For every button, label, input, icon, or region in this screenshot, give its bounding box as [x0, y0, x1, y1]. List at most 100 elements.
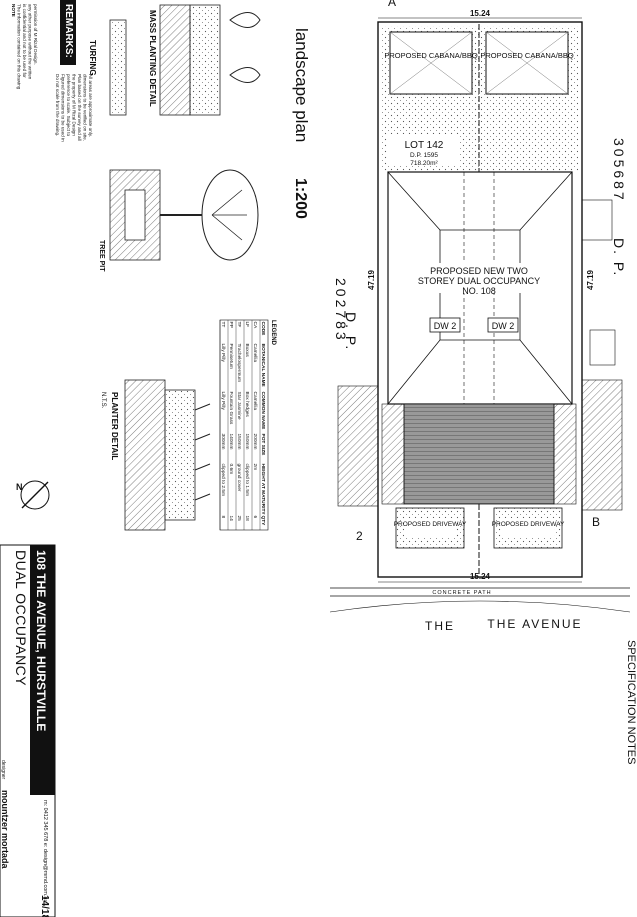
legend-cell: 25	[236, 516, 242, 522]
legend-cell: 150mm	[244, 434, 250, 450]
turfing-title: TURFING	[88, 40, 97, 76]
cabana-right-label: PROPOSED CABANA/BBQ	[480, 51, 574, 60]
legend-cell: 18	[244, 516, 250, 522]
legend-title: LEGEND	[270, 320, 276, 346]
street-name: THE AVENUE	[487, 617, 582, 631]
section-marker-b: B	[592, 515, 600, 529]
concrete-path-label: CONCRETE PATH	[432, 590, 491, 596]
neighbour-building-right	[581, 379, 623, 511]
dp-right: D. P.	[611, 238, 627, 277]
legend-cell: Trachelospermum	[236, 344, 242, 382]
legend-cell: Buxus	[244, 344, 250, 358]
shrub-icon	[229, 67, 261, 83]
remarks-line: Do not scale from the drawing.	[55, 74, 60, 136]
driveway-right-label: PROPOSED DRIVEWAY	[492, 521, 565, 528]
side-left-dim: 47.19	[367, 269, 376, 290]
shrub-icon	[229, 12, 261, 28]
driveway-left-label: PROPOSED DRIVEWAY	[394, 521, 467, 528]
legend-cell: clipped to 1.5m	[244, 464, 250, 497]
neighbour-building-left	[337, 385, 379, 507]
remarks-line: the property of M Rizal Design	[72, 74, 77, 136]
legend-cell: 200mm	[252, 434, 258, 450]
project-address: 108 THE AVENUE, HURSTVILLE	[34, 550, 48, 731]
note-line: is confidential and not to be used for	[22, 4, 27, 78]
legend-cell: Camellia	[252, 392, 258, 411]
side-right-dim: 47.19	[586, 269, 595, 290]
note-line: NOTE	[11, 4, 16, 17]
legend-header: HEIGHT AT MATURITY	[260, 464, 266, 516]
mass-planting-title: MASS PLANTING DETAIL	[148, 10, 157, 107]
lot-dp: D.P. 1595	[410, 152, 438, 159]
spec-title: SPECIFICATION NOTES	[625, 640, 637, 764]
mass-planting-detail	[159, 4, 191, 116]
legend-header: BOTANICAL NAME	[260, 344, 266, 388]
dp-left-number: 202783	[333, 278, 349, 343]
plan-scale: 1:200	[292, 178, 309, 219]
remarks-title: REMARKS:	[63, 4, 74, 58]
remarks-title-band	[60, 0, 76, 65]
legend-cell: 140mm	[228, 434, 234, 450]
note-line: permission of M Rizal Design.	[33, 4, 38, 65]
legend-cell: 0.6m	[228, 464, 234, 475]
site-boundary	[377, 21, 583, 578]
tree-pit-title: TREE PIT	[98, 240, 105, 272]
lot-area: 718.20m²	[410, 160, 438, 167]
street-name-left: THE	[425, 619, 455, 633]
legend-cell: Star Jasmine	[236, 392, 242, 420]
legend-cell: 6	[252, 516, 258, 519]
legend-cell: Pennisetum	[228, 344, 234, 369]
lot-number: LOT 142	[405, 140, 444, 151]
legend-cell: 14	[228, 516, 234, 522]
designer-contact: m: 0412 345 678 e: design@mmd.com.au	[42, 800, 48, 903]
legend-cell: clipped to 2.5m	[220, 464, 226, 497]
legend-header: QTY	[260, 516, 266, 527]
legend-cell: 2m	[252, 464, 258, 471]
planter-detail	[124, 379, 211, 531]
frontage-top-dim: 15.24	[470, 9, 491, 18]
note-line: any other purpose without the written	[28, 4, 33, 80]
legend-cell: 300mm	[220, 434, 226, 450]
designer-name: mountzer mortada	[0, 790, 10, 870]
remarks-line: Figured dimensions to be used in	[61, 74, 66, 142]
legend-cell: Camellia	[252, 344, 258, 363]
legend-header: CODE	[260, 322, 266, 337]
plan-title: landscape plan	[292, 28, 311, 142]
legend-cell: Lilly Pilly	[220, 344, 226, 363]
sheet-number: 14/18	[39, 895, 50, 917]
legend-cell: CA	[252, 322, 258, 329]
legend-cell: TT	[220, 322, 226, 328]
legend-cell: PP	[228, 322, 234, 328]
tree-pit-detail	[109, 169, 259, 261]
remarks-line: All areas are approximate only.	[88, 74, 93, 137]
legend-cell: 8	[220, 516, 226, 519]
dw-right-label: DW 2	[492, 321, 515, 331]
remarks-text: Do not scale from the drawing.Figured di…	[55, 74, 93, 142]
legend-cell: Fountain Grass	[228, 392, 234, 425]
marker-2: 2	[356, 529, 363, 543]
note-line: The information contained on this drawin…	[17, 4, 22, 90]
legend-header: POT SIZE	[260, 434, 266, 457]
project-name: DUAL OCCUPANCY	[13, 550, 29, 686]
cabana-left-label: PROPOSED CABANA/BBQ	[384, 51, 478, 60]
north-arrow: N	[16, 480, 50, 510]
planter-title: PLANTER DETAIL	[110, 392, 119, 460]
legend-cell: LF	[244, 322, 250, 328]
front-paving	[403, 403, 555, 505]
specification-notes: SPECIFICATION NOTESSITE PREPARATION / SO…	[625, 640, 637, 764]
legend-cell: ground cover	[236, 464, 242, 492]
legend-cell: TF	[236, 322, 242, 328]
legend-cell: Box hedges	[244, 392, 250, 418]
legend-header: COMMON NAME	[260, 392, 266, 431]
plant-legend-table: LEGEND CODE BOTANICAL NAME COMMON NAME POT S…	[219, 319, 276, 531]
turfing-detail	[109, 19, 127, 116]
dp-right-number: 305687	[611, 138, 627, 203]
frontage-bottom-dim: 15.24	[470, 572, 491, 581]
remarks-line: preference to scale. Subject to	[66, 74, 71, 136]
dp-left: D. P.	[343, 312, 359, 351]
legend-cell: 150mm	[236, 434, 242, 450]
section-marker-a: A	[388, 0, 396, 9]
